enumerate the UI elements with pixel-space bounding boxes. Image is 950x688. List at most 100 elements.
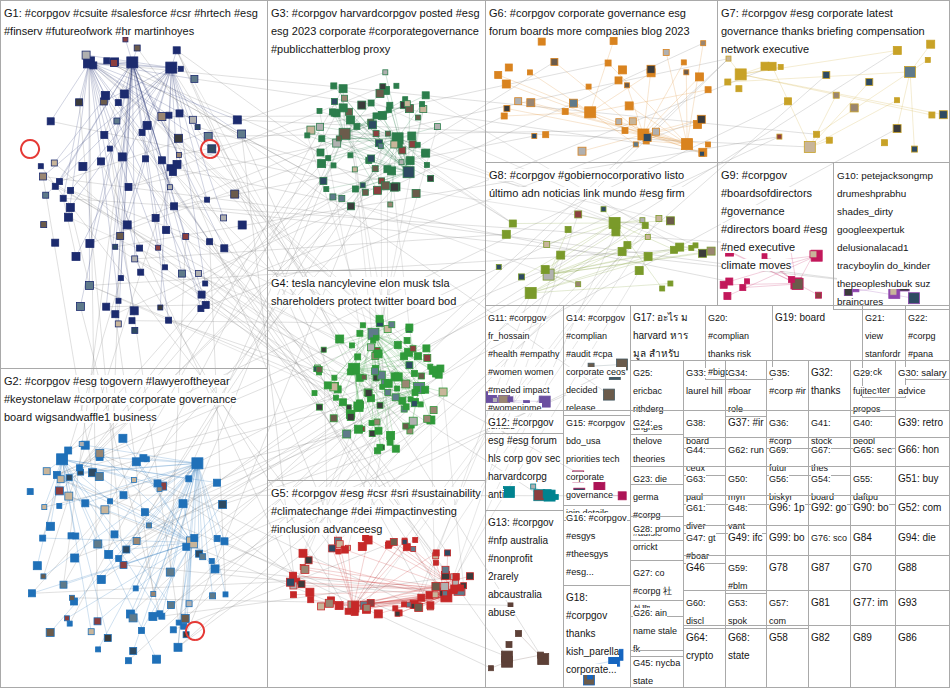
avatar-marker xyxy=(411,401,417,407)
group-label: G69: futur xyxy=(769,445,789,473)
avatar-marker xyxy=(360,323,365,328)
intra-link xyxy=(608,63,687,144)
group-panel: G11: #corpgov fr_hossain #health #empath… xyxy=(485,305,564,434)
group-label: G67: thes xyxy=(811,445,831,473)
cross-link xyxy=(307,135,388,392)
intra-link xyxy=(590,112,702,153)
group-panel: G17: อะไร ม harvard หาร มูล สำหรับ xyxy=(630,305,706,361)
avatar-marker xyxy=(120,492,127,499)
group-label: G12: #corpgov esg #esg forum hls corp go… xyxy=(488,417,560,500)
avatar-marker xyxy=(508,397,513,402)
avatar-marker xyxy=(374,350,382,358)
avatar-marker xyxy=(60,581,67,588)
avatar-marker xyxy=(925,57,930,62)
cross-link xyxy=(80,181,324,468)
group-label: G30: salary advice xyxy=(898,367,947,396)
intra-link xyxy=(345,94,380,134)
avatar-marker xyxy=(390,183,398,191)
avatar-marker xyxy=(330,415,337,422)
avatar-marker xyxy=(595,481,600,486)
avatar-marker xyxy=(428,175,434,181)
avatar-marker xyxy=(451,585,458,592)
avatar-marker xyxy=(147,523,152,528)
intra-link xyxy=(345,104,408,134)
avatar-marker xyxy=(171,203,178,210)
avatar-marker xyxy=(395,611,400,616)
avatar-marker xyxy=(342,95,348,101)
avatar-marker xyxy=(68,187,74,193)
avatar-marker xyxy=(404,338,410,344)
group-label: G34: #boar role xyxy=(728,368,751,414)
avatar-marker xyxy=(131,478,136,483)
intra-link xyxy=(89,62,119,300)
group-panel: G87 xyxy=(808,555,851,591)
intra-link xyxy=(355,172,408,189)
avatar-marker xyxy=(604,389,615,400)
avatar-marker xyxy=(214,479,221,486)
intra-link xyxy=(136,462,192,543)
avatar-marker xyxy=(543,490,551,498)
avatar-marker xyxy=(804,142,815,153)
group-label: G68: state xyxy=(728,632,750,661)
intra-link xyxy=(367,590,460,608)
intra-link xyxy=(162,463,198,616)
group-panel: G67: thes xyxy=(808,437,851,476)
avatar-marker xyxy=(96,449,104,457)
avatar-marker xyxy=(94,540,102,548)
group-panel: G99: bo xyxy=(766,525,809,556)
avatar-marker xyxy=(158,113,166,121)
intra-link xyxy=(62,459,91,631)
cross-link xyxy=(202,66,773,294)
group-panel: G26: ain name stale fk xyxy=(630,600,684,657)
intra-link xyxy=(98,542,192,621)
avatar-marker xyxy=(27,489,33,495)
group-panel: G47: gt #boar xyxy=(683,525,726,564)
intra-link xyxy=(85,445,197,463)
group-label: G38: board xyxy=(686,418,709,446)
avatar-marker xyxy=(375,448,381,454)
intra-link xyxy=(62,459,134,480)
group-panel: G19: board xyxy=(772,305,863,361)
avatar-marker xyxy=(70,595,75,600)
avatar-marker xyxy=(114,118,120,124)
avatar-marker xyxy=(167,165,173,171)
avatar-marker xyxy=(422,149,430,157)
avatar-marker xyxy=(176,620,181,625)
group-label: G47: gt #boar xyxy=(686,533,716,561)
intra-link xyxy=(531,256,648,293)
avatar-marker xyxy=(57,476,64,483)
avatar-marker xyxy=(127,57,138,68)
intra-link xyxy=(410,388,419,431)
avatar-marker xyxy=(51,160,57,166)
group-panel: G60: discl xyxy=(683,590,726,629)
intra-link xyxy=(728,72,910,82)
avatar-marker xyxy=(179,500,187,508)
intra-link xyxy=(323,134,344,181)
avatar-marker xyxy=(116,556,122,562)
intra-link xyxy=(100,453,192,542)
avatar-marker xyxy=(221,538,228,545)
avatar-marker xyxy=(141,509,148,516)
avatar-marker xyxy=(65,447,72,454)
avatar-marker xyxy=(893,46,901,54)
avatar-marker xyxy=(166,568,174,576)
avatar-marker xyxy=(502,80,510,88)
avatar-marker xyxy=(736,86,742,92)
intra-link xyxy=(345,134,431,179)
avatar-marker xyxy=(350,343,355,348)
avatar-marker xyxy=(67,621,72,626)
group-panel: G82 xyxy=(808,625,851,688)
group-panel: G68: state xyxy=(725,625,767,688)
group-label: G82 xyxy=(811,632,830,643)
intra-link xyxy=(32,542,192,593)
avatar-marker xyxy=(158,305,163,310)
intra-link xyxy=(687,43,703,144)
avatar-marker xyxy=(211,565,219,573)
group-label: G60: discl xyxy=(686,598,706,626)
group-panel: G10: petejacksongmp drumeshprabhu shades… xyxy=(833,162,950,310)
cross-link xyxy=(414,255,561,604)
intra-link xyxy=(351,138,398,206)
avatar-marker xyxy=(52,239,59,246)
intra-link xyxy=(355,138,398,169)
avatar-marker xyxy=(418,373,424,379)
